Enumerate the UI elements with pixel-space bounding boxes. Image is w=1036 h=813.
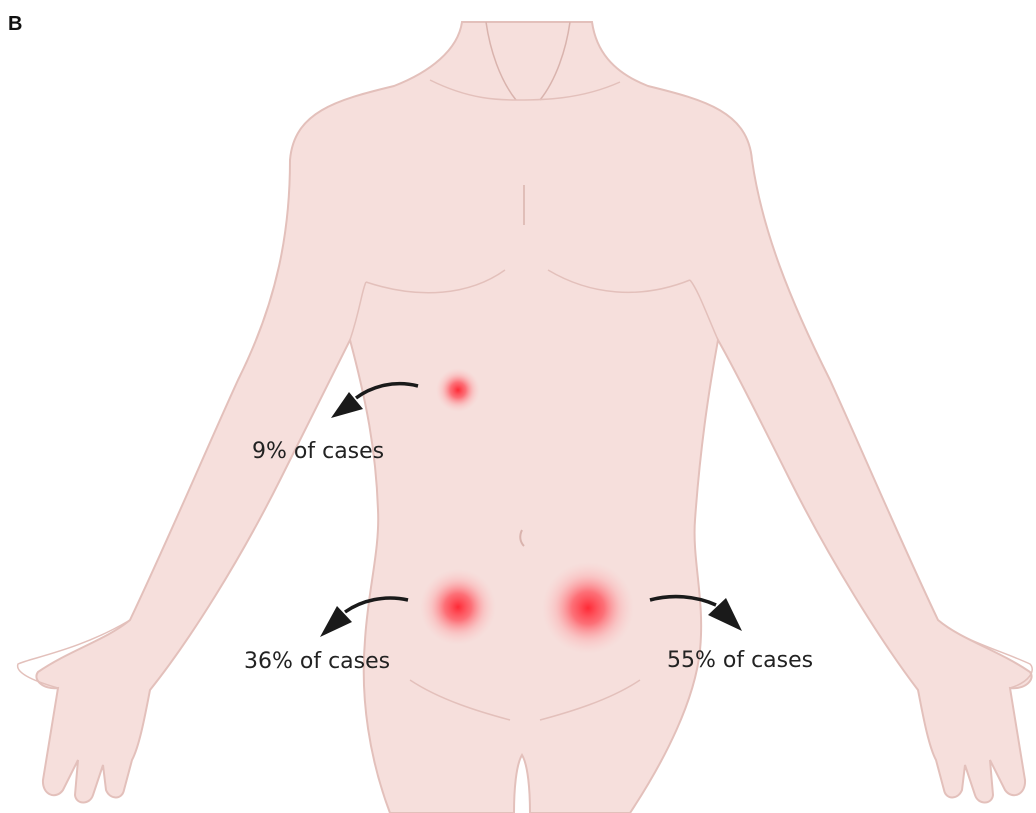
torso-and-arms [36,22,1031,813]
label-lower-right: 36% of cases [244,649,390,674]
label-lower-left: 55% of cases [667,648,813,673]
panel-label: B [8,13,22,35]
pain-spot-lower-right [420,569,496,645]
label-upper-right: 9% of cases [252,439,384,464]
body-silhouette [18,22,1033,813]
pain-spot-lower-left [542,562,634,654]
pain-spot-upper-right [436,368,480,412]
